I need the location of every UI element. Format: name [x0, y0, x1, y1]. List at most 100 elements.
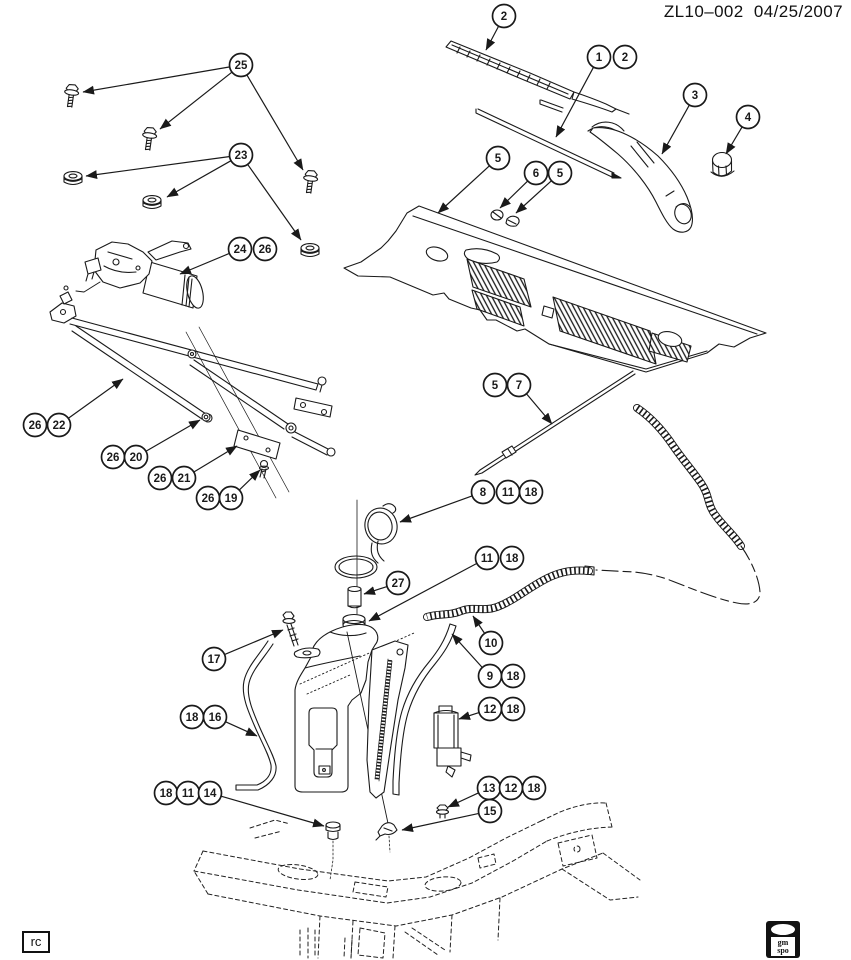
leader-line: [451, 633, 483, 668]
leader-line: [458, 711, 479, 720]
callout-number-18: 18: [160, 788, 173, 800]
cowl-vent-panel: [343, 205, 767, 373]
diagram-id-header: ZL10–002 04/25/2007: [664, 2, 843, 22]
washer-nozzle-tube: [474, 370, 636, 476]
leader-line: [179, 253, 230, 275]
callout-group-11-18: 11 18: [368, 545, 525, 622]
callout-number-19: 19: [225, 493, 238, 505]
callout-number-16: 16: [209, 712, 222, 724]
callout-number-18: 18: [186, 712, 199, 724]
callout-circle-18: [499, 545, 525, 571]
cowl-deflector-clips: [490, 209, 520, 227]
leader-line: [515, 180, 552, 214]
gm-logo-oval: [771, 924, 795, 935]
callout-number-18: 18: [507, 704, 520, 716]
callout-number-18: 18: [507, 671, 520, 683]
callout-circle-4: [735, 104, 761, 130]
leader-line: [146, 419, 201, 452]
callout-number-2: 2: [501, 11, 507, 23]
reservoir-bolt: [282, 611, 299, 647]
leader-line: [437, 165, 490, 214]
callout-circle-3: [682, 82, 708, 108]
revision-mark: rc: [22, 931, 50, 953]
callout-circle-2: [612, 44, 638, 70]
leader-line: [363, 586, 387, 595]
callout-group-27: 27: [363, 570, 411, 596]
hose-clip: [375, 822, 398, 841]
reservoir-cap-assembly: [334, 499, 398, 631]
callout-circle-20: [123, 444, 149, 470]
leader-line: [401, 812, 479, 833]
leader-line: [166, 160, 231, 198]
callout-circle-7: [506, 372, 532, 398]
doc-code: ZL10–002: [663, 2, 744, 21]
callout-number-26: 26: [154, 473, 167, 485]
callout-number-21: 21: [178, 473, 191, 485]
callout-circle-22: [46, 412, 72, 438]
leader-line: [399, 495, 472, 523]
callout-number-2: 2: [622, 52, 628, 64]
leader-line: [159, 71, 232, 130]
callout-number-1: 1: [596, 52, 603, 64]
callout-circle-23: [228, 142, 254, 168]
washer-pump: [433, 705, 472, 778]
leader-line: [193, 445, 238, 473]
callout-number-26: 26: [29, 420, 42, 432]
cowl-grommets: [63, 171, 320, 258]
callout-number-5: 5: [495, 153, 502, 165]
callout-circle-18: [500, 663, 526, 689]
leader-line: [246, 75, 304, 171]
callout-circle-26: [147, 465, 173, 491]
callout-group-5: 5: [437, 145, 511, 214]
callout-number-20: 20: [130, 452, 143, 464]
callout-number-10: 10: [485, 638, 498, 650]
gm-spo-text: gm spo: [771, 937, 795, 956]
callout-number-4: 4: [745, 112, 752, 124]
callout-circle-14: [197, 780, 223, 806]
callout-circle-21: [171, 465, 197, 491]
callout-group-9-18: 9 18: [451, 633, 526, 689]
leader-line: [499, 180, 528, 209]
wiper-linkage: [49, 285, 336, 499]
callout-circle-18: [518, 479, 544, 505]
wiper-motor: [75, 240, 204, 309]
gm-spo-logo: gm spo: [766, 921, 800, 958]
overflow-tube: [235, 640, 277, 791]
callout-number-7: 7: [516, 380, 522, 392]
callout-circle-10: [478, 630, 504, 656]
callout-number-12: 12: [505, 783, 518, 795]
frame-crossmember: [193, 802, 641, 959]
callout-group-15: 15: [401, 798, 503, 833]
callout-number-11: 11: [481, 553, 494, 565]
callout-number-11: 11: [182, 788, 195, 800]
callout-circle-27: [385, 570, 411, 596]
callout-number-17: 17: [208, 654, 221, 666]
callout-circle-1: [586, 44, 612, 70]
mount-fasteners: [325, 804, 450, 841]
callout-number-3: 3: [692, 90, 698, 102]
callout-number-22: 22: [53, 420, 66, 432]
leader-line: [661, 105, 690, 155]
callout-group-3: 3: [661, 82, 708, 155]
callout-group-10: 10: [472, 615, 504, 656]
leader-line: [485, 26, 499, 51]
callout-circle-16: [202, 704, 228, 730]
callout-group-2: 2: [485, 3, 517, 51]
callout-circle-5: [547, 160, 573, 186]
callout-circle-18: [500, 696, 526, 722]
leader-line: [555, 67, 594, 138]
callout-number-18: 18: [506, 553, 519, 565]
callout-circle-19: [218, 485, 244, 511]
callout-number-9: 9: [487, 671, 493, 683]
callout-number-25: 25: [235, 60, 248, 72]
leader-line: [82, 66, 230, 95]
callout-circle-5: [485, 145, 511, 171]
